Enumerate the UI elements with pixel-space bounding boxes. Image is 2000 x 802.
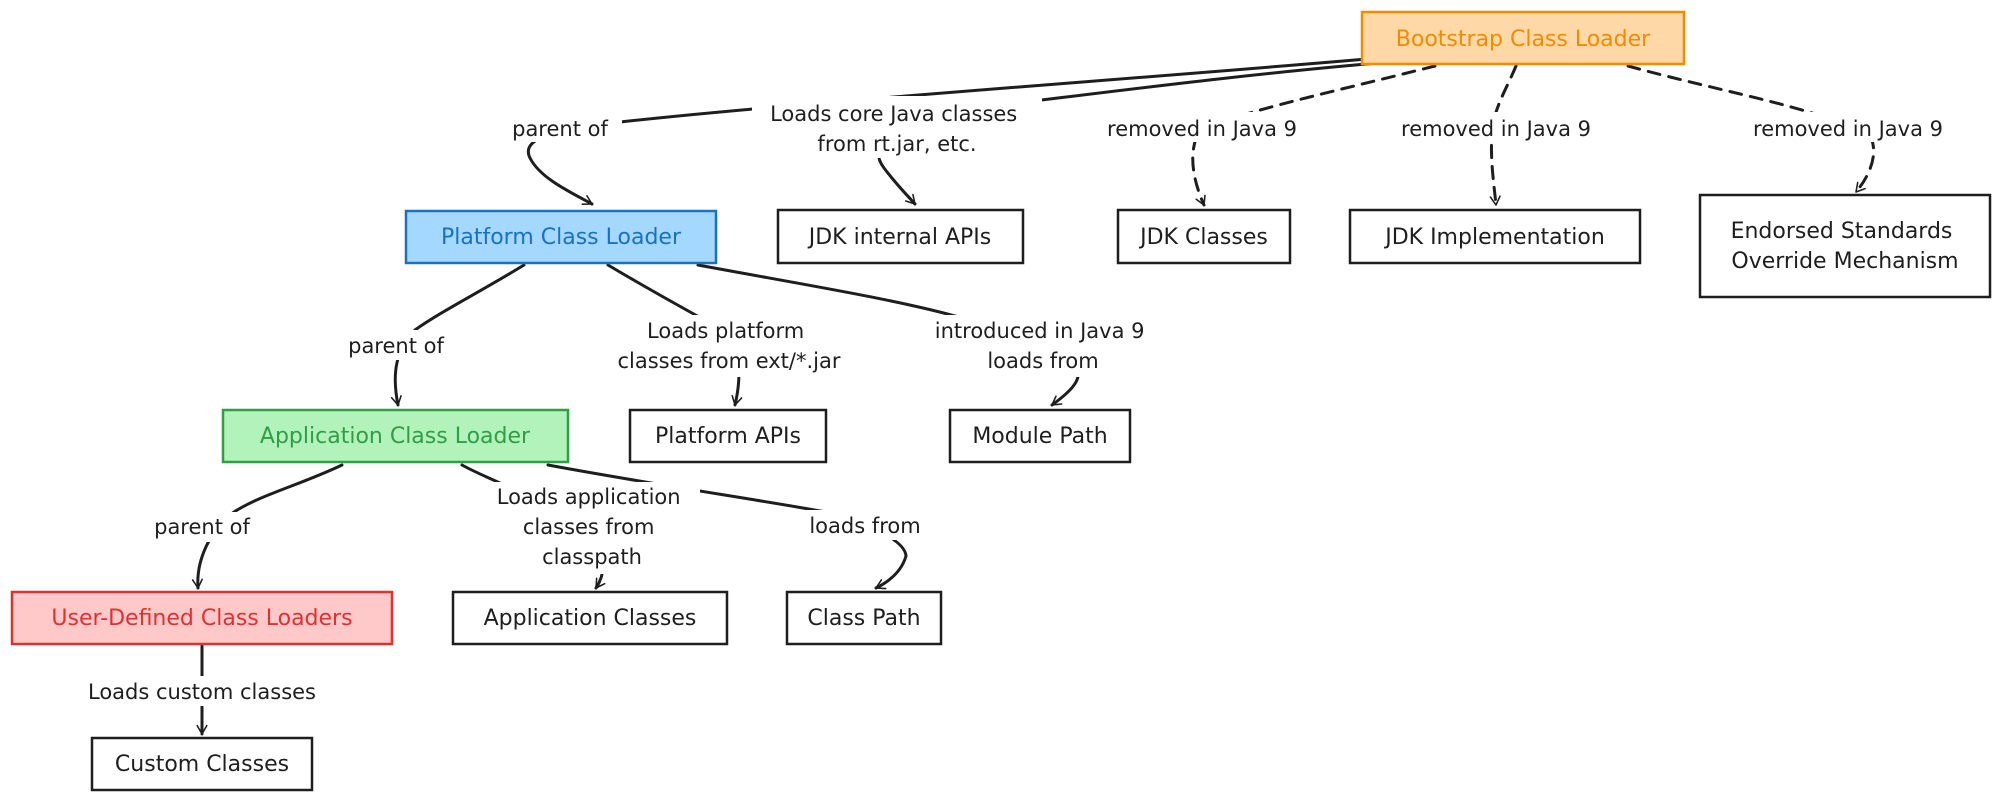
edge-label-line: Loads application (497, 485, 681, 509)
svg-text:parent of: parent of (154, 515, 250, 539)
node-jdk-implementation[interactable]: JDK Implementation (1348, 208, 1642, 265)
node-platform-class-loader[interactable]: Platform Class Loader (404, 209, 718, 265)
node-module-path[interactable]: Module Path (948, 408, 1132, 464)
edge-label-line: from rt.jar, etc. (817, 132, 976, 156)
edge-label-line: Loads custom classes (88, 680, 316, 704)
edge-label-bootstrap-jdk-impl: removed in Java 9 (1388, 112, 1604, 142)
svg-text:parent of: parent of (348, 334, 444, 358)
node-platform-apis[interactable]: Platform APIs (628, 408, 828, 464)
edge-label-line: Loads platform (647, 319, 804, 343)
node-label: Platform Class Loader (441, 225, 682, 250)
edge-label-line: Loads core Java classes (770, 102, 1017, 126)
edge-bootstrap-jdk-classes (1191, 64, 1437, 207)
edge-bootstrap-platform (526, 55, 1392, 206)
node-bootstrap-class-loader[interactable]: Bootstrap Class Loader (1360, 10, 1686, 66)
edge-label-platform-module: introduced in Java 9 loads from (920, 315, 1166, 377)
edge-label-line: removed in Java 9 (1401, 117, 1591, 141)
node-jdk-internal-apis[interactable]: JDK internal APIs (776, 208, 1025, 265)
svg-text:loads from: loads from (809, 514, 920, 538)
edge-label-bootstrap-endorsed: removed in Java 9 (1740, 112, 1956, 142)
edge-label-line: removed in Java 9 (1753, 117, 1943, 141)
node-label: Platform APIs (655, 424, 801, 449)
node-label-line: Override Mechanism (1731, 249, 1958, 274)
edge-label-user-custom: Loads custom classes (72, 676, 332, 706)
edge-label-bootstrap-internal: Loads core Java classes from rt.jar, etc… (752, 96, 1042, 158)
node-label: Custom Classes (115, 752, 289, 777)
node-user-defined-class-loaders[interactable]: User-Defined Class Loaders (10, 590, 394, 646)
node-label: User-Defined Class Loaders (51, 606, 352, 631)
edge-label-line: classpath (542, 545, 642, 569)
node-label: Module Path (972, 424, 1107, 449)
svg-text:Endorsed Standards Ove: Endorsed Standards Override Mechanism (1731, 219, 1960, 274)
node-application-classes[interactable]: Application Classes (451, 590, 729, 646)
node-jdk-classes[interactable]: JDK Classes (1116, 208, 1292, 265)
node-application-class-loader[interactable]: Application Class Loader (221, 408, 570, 464)
edge-label-application-classpath: loads from (800, 510, 930, 540)
svg-text:removed in Java 9: removed in Java 9 (1107, 117, 1297, 141)
svg-text:removed in Java 9: removed in Java 9 (1753, 117, 1943, 141)
edge-label-bootstrap-jdk-classes: removed in Java 9 (1094, 112, 1310, 142)
node-label: Class Path (807, 606, 920, 631)
node-label: Application Classes (484, 606, 697, 631)
edge-label-platform-apis: Loads platform classes from ext/*.jar (596, 315, 864, 377)
svg-text:introduced in Java 9 l: introduced in Java 9 loads from (935, 319, 1151, 373)
svg-text:removed in Java 9: removed in Java 9 (1401, 117, 1591, 141)
node-label: Application Class Loader (260, 424, 531, 449)
edge-label-line: loads from (809, 514, 920, 538)
edge-label-line: parent of (512, 117, 608, 141)
node-label: JDK Classes (1138, 225, 1268, 250)
svg-text:Loads platform classes: Loads platform classes from ext/*.jar (617, 319, 840, 373)
node-label-line: Endorsed Standards (1731, 219, 1953, 244)
node-class-path[interactable]: Class Path (785, 590, 943, 646)
edge-label-line: parent of (348, 334, 444, 358)
node-label: JDK internal APIs (807, 225, 992, 250)
edge-label-bootstrap-platform: parent of (498, 112, 622, 142)
edge-application-user (191, 463, 344, 590)
edge-label-line: loads from (987, 349, 1098, 373)
svg-text:Loads core Java classes: Loads core Java classes from rt.jar, etc… (770, 102, 1024, 156)
svg-text:parent of: parent of (512, 117, 608, 141)
node-label: Bootstrap Class Loader (1396, 27, 1651, 52)
edge-label-line: parent of (154, 515, 250, 539)
edge-label-platform-application: parent of (334, 330, 458, 360)
node-custom-classes[interactable]: Custom Classes (90, 736, 314, 792)
svg-text:Loads application clas: Loads application classes from classpath (497, 485, 688, 569)
svg-text:Loads custom classes: Loads custom classes (88, 680, 316, 704)
edge-label-line: classes from (523, 515, 655, 539)
edge-label-line: introduced in Java 9 (935, 319, 1145, 343)
edge-label-application-classes: Loads application classes from classpath (484, 482, 700, 574)
node-label: JDK Implementation (1383, 225, 1605, 250)
edge-platform-application (390, 263, 526, 407)
edge-label-line: classes from ext/*.jar (617, 349, 840, 373)
edge-label-line: removed in Java 9 (1107, 117, 1297, 141)
edge-label-application-user: parent of (140, 512, 264, 542)
node-endorsed-standards[interactable]: Endorsed Standards Override Mechanism (1698, 193, 1992, 299)
